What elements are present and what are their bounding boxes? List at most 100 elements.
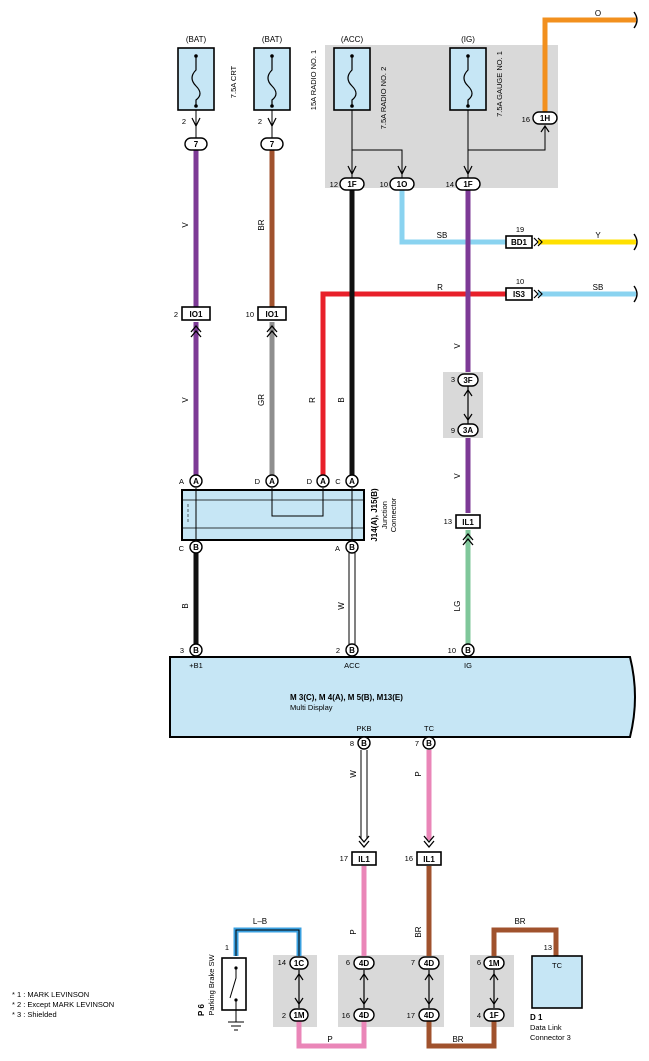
connector-il1-tc: 16 IL1	[405, 835, 442, 866]
wire-label-sb1: SB	[437, 231, 448, 240]
svg-text:1: 1	[225, 943, 229, 952]
svg-text:4: 4	[477, 1011, 481, 1020]
fuse-label-crt: 7.5A CRT	[229, 65, 238, 98]
dlc-code: D 1	[530, 1013, 543, 1022]
fuse-panel	[325, 45, 558, 188]
svg-text:1O: 1O	[397, 180, 408, 189]
connector-4d-left: 6 4D 16 4D	[342, 956, 375, 1022]
svg-text:13: 13	[444, 517, 452, 526]
wire-label-sb2: SB	[593, 283, 604, 292]
multi-display-top-pins: 3 B 2 B 10 B	[180, 643, 475, 657]
footnotes: * 1 : MARK LEVINSON * 2 : Except MARK LE…	[12, 990, 114, 1020]
wire-label-b-acc: B	[337, 397, 346, 402]
connector-il1-pkb: 17 IL1	[340, 835, 377, 866]
md-pin-acc: ACC	[344, 661, 360, 670]
svg-text:A: A	[335, 544, 340, 553]
svg-text:A: A	[320, 477, 326, 486]
svg-text:IL1: IL1	[358, 855, 370, 864]
svg-text:3A: 3A	[463, 426, 473, 435]
wire-label-br-dlc: BR	[514, 917, 525, 926]
svg-text:1C: 1C	[294, 959, 304, 968]
splice-links	[298, 384, 495, 1008]
wire-label-y: Y	[595, 231, 601, 240]
svg-text:7: 7	[411, 958, 415, 967]
svg-text:3: 3	[451, 375, 455, 384]
svg-text:4D: 4D	[359, 959, 369, 968]
wire-br-bottom	[426, 1020, 497, 1049]
md-pin-b1: +B1	[189, 661, 203, 670]
svg-text:7: 7	[194, 140, 199, 149]
svg-text:10: 10	[380, 180, 388, 189]
footnote-2: * 2 : Except MARK LEVINSON	[12, 1000, 115, 1009]
svg-text:C: C	[335, 477, 341, 486]
connector-3f-3a: 3 3F 9 3A	[451, 373, 479, 437]
fuse-gauge-1	[449, 47, 487, 111]
junction-title: J14(A), J15(B)	[370, 488, 379, 542]
svg-text:D: D	[255, 477, 261, 486]
footnote-1: * 1 : MARK LEVINSON	[12, 990, 90, 999]
md-title: M 3(C), M 4(A), M 5(B), M13(E)	[290, 693, 403, 702]
svg-text:A: A	[269, 477, 275, 486]
svg-text:3: 3	[180, 646, 184, 655]
md-subtitle: Multi Display	[290, 703, 333, 712]
fuse-label-gauge1: 7.5A GAUGE NO. 1	[495, 51, 504, 117]
svg-text:7: 7	[270, 140, 275, 149]
parking-brake-switch: 1	[221, 943, 247, 1031]
data-link-connector: 13 TC	[531, 943, 583, 1009]
parking-brake-name: Parking Brake SW	[207, 953, 216, 1015]
multi-display-bottom-pins: 8 B 7 B	[350, 736, 436, 750]
fuse-bat-2	[253, 47, 291, 111]
wire-label-lb: L–B	[253, 917, 267, 926]
svg-text:B: B	[426, 739, 432, 748]
connector-il1-ig: 13 IL1	[444, 514, 481, 546]
connector-bd1: 19 BD1	[505, 225, 543, 249]
svg-text:1F: 1F	[347, 180, 356, 189]
fuse-label-radio1: 15A RADIO NO. 1	[309, 50, 318, 110]
wire-orange	[542, 17, 636, 112]
svg-text:A: A	[179, 477, 184, 486]
wire-label-b-b1: B	[181, 603, 190, 608]
pin-fuse-crt-2: 2 7	[182, 117, 208, 151]
wire-label-w-pkb: W	[349, 770, 358, 778]
footnote-3: * 3 : Shielded	[12, 1010, 57, 1019]
svg-text:B: B	[361, 739, 367, 748]
wire-label-p-4d: P	[349, 929, 358, 934]
svg-text:10: 10	[516, 277, 524, 286]
svg-text:1M: 1M	[293, 1011, 304, 1020]
svg-text:B: B	[349, 646, 355, 655]
supply-bat-2: (BAT)	[262, 35, 283, 44]
wire-lb-inner	[235, 929, 300, 956]
svg-text:1H: 1H	[540, 114, 550, 123]
multi-display	[169, 656, 636, 738]
wire-label-br1: BR	[257, 219, 266, 230]
svg-text:13: 13	[544, 943, 552, 952]
dlc-name-2: Connector 3	[530, 1033, 571, 1042]
wire-label-w-acc: W	[337, 602, 346, 610]
svg-text:B: B	[349, 543, 355, 552]
svg-text:2: 2	[182, 117, 186, 126]
svg-text:2: 2	[174, 310, 178, 319]
connector-1o: 10 1O	[380, 165, 415, 191]
svg-text:TC: TC	[552, 961, 563, 970]
svg-text:10: 10	[246, 310, 254, 319]
supply-acc: (ACC)	[341, 35, 364, 44]
connector-is3: 10 IS3	[505, 277, 543, 301]
wire-br-dlc	[491, 927, 559, 956]
svg-text:IL1: IL1	[462, 518, 474, 527]
svg-text:2: 2	[336, 646, 340, 655]
svg-text:B: B	[465, 646, 471, 655]
connector-1c-1m: 14 1C 2 1M	[278, 956, 309, 1022]
svg-text:8: 8	[350, 739, 354, 748]
svg-text:16: 16	[522, 115, 530, 124]
wire-ig-internal	[467, 110, 546, 178]
supply-bat-1: (BAT)	[186, 35, 207, 44]
junction-line1: Junction	[380, 501, 389, 529]
pin-fuse-bat2-2: 2 7	[258, 117, 284, 151]
wire-label-r-v: R	[308, 397, 317, 403]
parking-brake-code: P 6	[197, 1004, 206, 1016]
svg-text:10: 10	[448, 646, 456, 655]
wire-white-pkb	[360, 750, 368, 838]
wire-lb	[233, 927, 302, 956]
svg-text:4D: 4D	[424, 959, 434, 968]
svg-text:6: 6	[477, 958, 481, 967]
